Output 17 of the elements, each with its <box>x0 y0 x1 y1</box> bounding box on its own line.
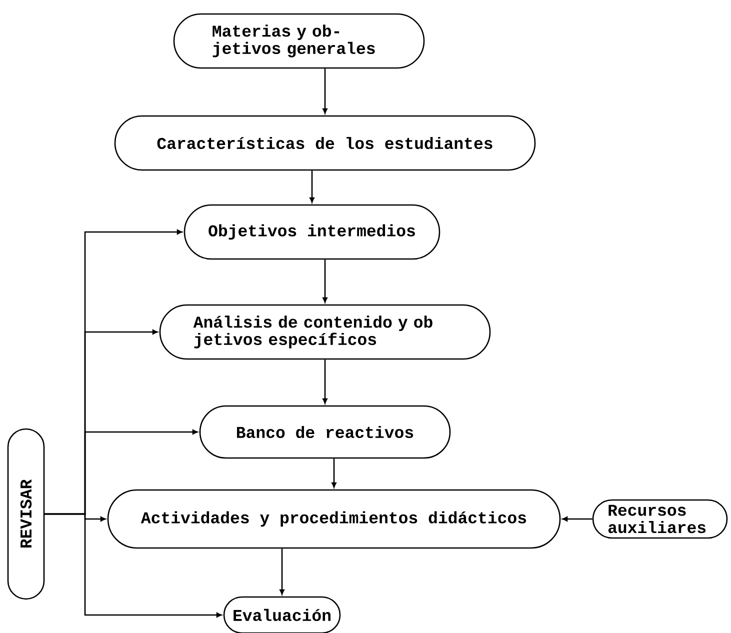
process-box: Actividades y procedimientos didácticos <box>107 489 561 549</box>
revise-box: REVISAR <box>7 428 45 600</box>
process-box: Evaluación <box>223 596 341 633</box>
arrow <box>322 68 328 114</box>
process-box: Banco de reactivos <box>199 405 451 459</box>
arrow <box>44 513 222 618</box>
arrow <box>322 360 328 404</box>
process-box: Análisis de contenido y ob jetivos específicos <box>159 304 491 360</box>
arrow <box>310 170 314 203</box>
process-box: Características de los estudiantes <box>114 115 536 171</box>
arrow <box>322 260 328 303</box>
arrow <box>280 548 284 595</box>
arrow <box>332 458 336 488</box>
process-box: Materias y ob- jetivos generales <box>173 13 425 69</box>
process-box: Objetivos intermedios <box>184 204 440 260</box>
process-box: Recursos auxiliares <box>592 499 728 539</box>
arrow <box>562 516 592 522</box>
